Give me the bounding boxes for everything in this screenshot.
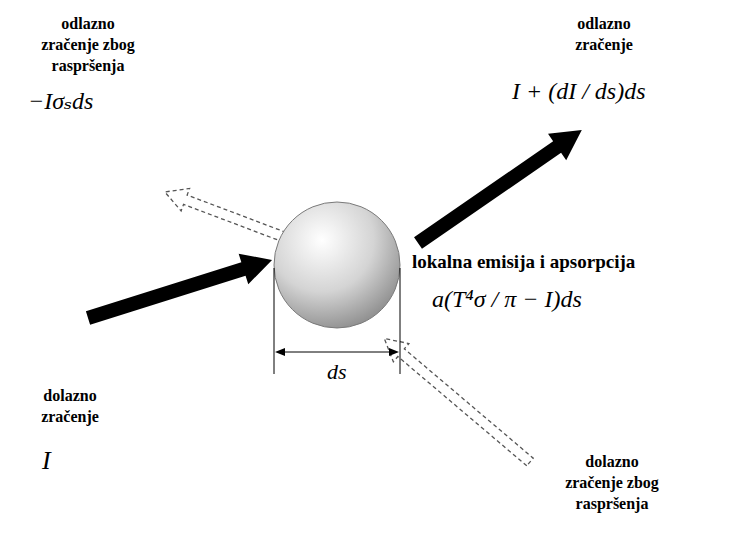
scatter-out-label: odlazno zračenje zbog raspršenja <box>32 14 144 76</box>
dimension-label: ds <box>327 358 347 387</box>
outgoing-formula: I + (dI / ds)ds <box>512 76 646 107</box>
outgoing-label: odlazno zračenje <box>554 14 654 56</box>
emission-label: lokalna emisija i apsorpcija <box>412 250 635 275</box>
emission-formula: a(T⁴σ / π − I)ds <box>432 284 582 315</box>
scatter-in-arrow <box>377 329 538 471</box>
incoming-symbol: I <box>42 444 51 478</box>
outgoing-arrow <box>409 117 591 256</box>
incoming-label: dolazno zračenje <box>20 386 120 428</box>
dimension-ds <box>274 268 400 374</box>
scatter-in-label: dolazno zračenje zbog raspršenja <box>556 452 668 514</box>
scatter-out-formula: −Iσₛds <box>28 86 93 117</box>
scatter-out-arrow <box>161 181 297 252</box>
incoming-arrow <box>83 245 277 334</box>
particle-circle <box>274 202 400 328</box>
